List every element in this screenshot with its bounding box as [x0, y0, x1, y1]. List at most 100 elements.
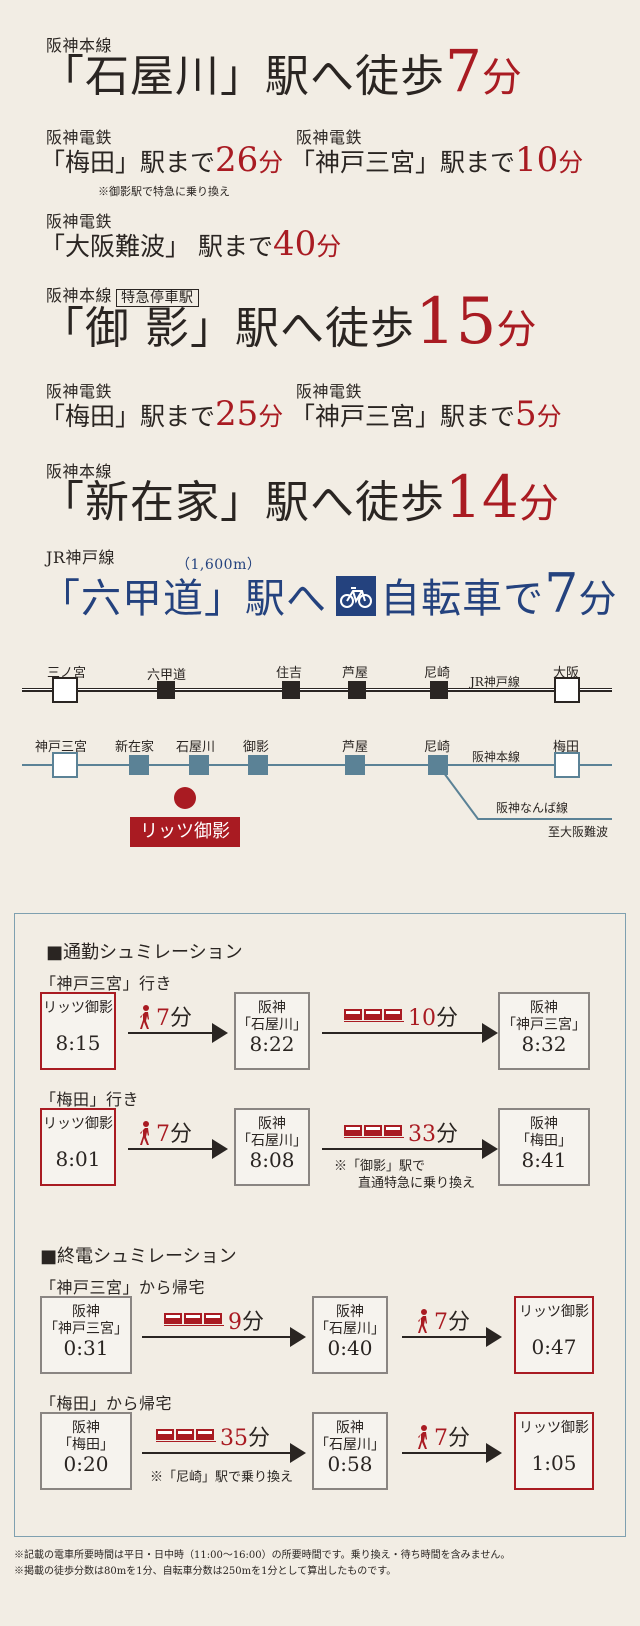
train-icon	[344, 1125, 404, 1138]
jr-station-marker	[52, 677, 78, 703]
mikage-umeda-line: 阪神電鉄	[46, 382, 113, 401]
arrow	[322, 1023, 498, 1043]
hanshin-station-marker	[52, 752, 78, 778]
hanshin-line-label: 阪神本線	[472, 750, 521, 764]
end-line: 阪神	[530, 1116, 558, 1132]
sannomiya-time: 「神戸三宮」駅まで10分	[290, 140, 583, 180]
end-time: 0:47	[531, 1335, 577, 1359]
footnote: ※記載の電車所要時間は平日・日中時（11:00〜16:00）の所要時間です。乗り…	[14, 1550, 511, 1561]
namba-line-label: 阪神電鉄	[46, 212, 113, 231]
end-name: リッツ御影	[519, 1304, 589, 1320]
unit: 分	[536, 402, 562, 431]
arrow	[128, 1023, 228, 1043]
unit: 分	[170, 1006, 193, 1031]
mid-time: 0:58	[327, 1452, 373, 1476]
start-line: 阪神	[72, 1420, 100, 1436]
hanshin-station-label: 神戸三宮	[35, 740, 88, 755]
rokkomichi-distance: （1,600m）	[176, 557, 262, 573]
last-train-route2-train: 35分	[156, 1420, 270, 1452]
jr-station-label: 芦屋	[342, 666, 369, 681]
jr-station-label: 六甲道	[147, 668, 187, 683]
walk-minutes: 7	[434, 1426, 448, 1451]
note-line2: 直通特急に乗り換え	[358, 1176, 476, 1191]
unit: 分	[558, 148, 584, 177]
minutes: 10	[515, 140, 559, 180]
jr-line-track-inner	[22, 689, 612, 690]
unit: 分	[436, 1122, 459, 1147]
end-time: 8:32	[521, 1032, 567, 1056]
unit: 分	[242, 1310, 265, 1335]
walk-minutes: 7	[445, 37, 482, 105]
namba-destination: 至大阪難波	[548, 825, 609, 839]
unit: 分	[170, 1122, 193, 1147]
train-minutes: 10	[408, 1006, 436, 1031]
rokkomichi-bike-headline: 「六甲道」駅へ 自転車で7分	[40, 562, 616, 625]
train-minutes: 33	[408, 1122, 436, 1147]
mid-line: 阪神	[258, 1116, 286, 1132]
jr-station-label: 尼崎	[424, 666, 451, 681]
express-stop-tag: 特急停車駅	[116, 288, 199, 307]
unit: 分	[448, 1310, 471, 1335]
commute-route1-end: 阪神「神戸三宮」8:32	[498, 992, 590, 1070]
bicycle-icon	[336, 576, 377, 616]
hanshin-station-marker	[189, 755, 209, 775]
note-line1: ※「御影」駅で	[334, 1159, 426, 1174]
hanshin-line-track	[22, 764, 612, 766]
commute-route1-mid: 阪神「石屋川」8:22	[234, 992, 310, 1070]
start-name: リッツ御影	[43, 1000, 113, 1016]
last-train-route2-walk: 7分	[418, 1420, 470, 1452]
hanshin-station-label: 芦屋	[342, 740, 369, 755]
commute-route2-mid: 阪神「石屋川」8:08	[234, 1108, 310, 1186]
start-line: 阪神	[72, 1304, 100, 1320]
arrow	[142, 1327, 306, 1347]
walk-minutes: 15	[415, 285, 497, 359]
hanshin-station-marker	[345, 755, 365, 775]
unit: 分	[258, 402, 284, 431]
mikage-sannomiya-time: 「神戸三宮」駅まで5分	[290, 394, 562, 434]
start-time: 0:20	[63, 1452, 109, 1476]
start-name: 「神戸三宮」	[44, 1321, 128, 1337]
arrow	[322, 1139, 498, 1159]
namba-line-track	[437, 764, 612, 820]
end-name: 「神戸三宮」	[502, 1017, 586, 1033]
last-train-route1-end: リッツ御影 0:47	[514, 1296, 594, 1374]
unit: 分	[496, 307, 537, 353]
station-name: 「新在家」駅へ徒歩	[40, 477, 445, 528]
walker-icon	[140, 1005, 149, 1029]
hanshin-station-marker	[129, 755, 149, 775]
unit: 分	[578, 577, 617, 621]
train-icon	[164, 1313, 224, 1326]
jr-station-marker	[157, 681, 175, 699]
mikage-line: 阪神本線特急停車駅	[46, 282, 199, 307]
mikage-umeda-time: 「梅田」駅まで25分	[40, 394, 283, 434]
dest: 「神戸三宮」駅まで	[290, 402, 516, 431]
mid-line: 阪神	[258, 1000, 286, 1016]
mid-name: 「石屋川」	[237, 1133, 307, 1149]
start-name: 「梅田」	[58, 1437, 114, 1453]
jr-station-marker	[430, 681, 448, 699]
commute-route2-end: 阪神「梅田」8:41	[498, 1108, 590, 1186]
namba-line-label: 阪神なんば線	[496, 801, 569, 815]
sannomiya-line-label: 阪神電鉄	[296, 128, 363, 147]
umeda-transfer-note: ※御影駅で特急に乗り換え	[98, 185, 230, 198]
bike-minutes: 7	[544, 562, 579, 625]
last-train-route1-label: 「神戸三宮」から帰宅	[40, 1278, 206, 1297]
last-train-route1-walk: 7分	[418, 1304, 470, 1336]
commute-title: ■通勤シュミレーション	[46, 942, 243, 963]
train-icon	[156, 1429, 216, 1442]
commute-route2-label: 「梅田」行き	[40, 1090, 140, 1109]
mid-time: 0:40	[327, 1336, 373, 1360]
mikage-sannomiya-line: 阪神電鉄	[296, 382, 363, 401]
station-name: 「御 影」駅へ徒歩	[40, 303, 415, 354]
walker-icon	[140, 1121, 149, 1145]
mid-time: 8:22	[249, 1032, 295, 1056]
walk-minutes: 14	[445, 463, 519, 531]
commute-route2-train: 33分	[344, 1116, 458, 1148]
umeda-time: 「梅田」駅まで26分	[40, 140, 283, 180]
minutes: 40	[272, 224, 317, 264]
station-name: 「石屋川」駅へ徒歩	[40, 51, 445, 102]
walker-icon	[418, 1425, 427, 1449]
walk-minutes: 7	[156, 1006, 170, 1031]
walk-minutes: 7	[156, 1122, 170, 1147]
shinzaike-line: 阪神本線	[46, 462, 113, 481]
